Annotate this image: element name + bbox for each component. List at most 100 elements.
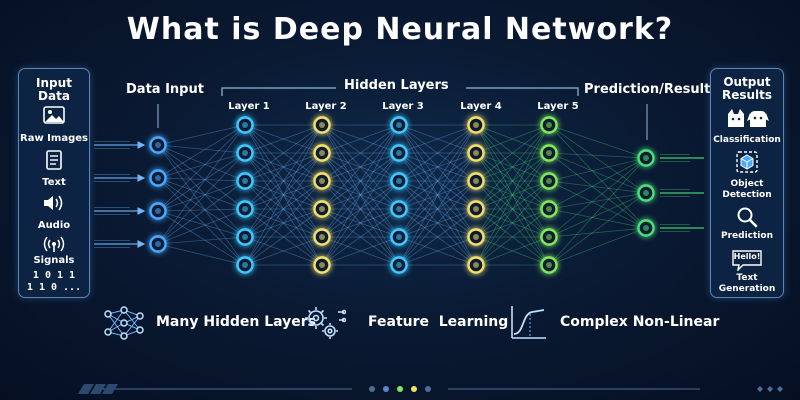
connection-layer-2-2-to-layer-3-4: [321, 180, 400, 238]
connection-layer-2-0-to-layer-3-1: [321, 124, 400, 154]
detection-label: Detection: [722, 190, 772, 200]
layer-3-node-4: [390, 200, 408, 218]
connection-input-1-to-layer-1-0: [157, 124, 246, 179]
connection-layer-2-1-to-layer-3-4: [321, 152, 400, 238]
connection-layer-4-4-to-layer-5-2: [475, 180, 550, 238]
connection-layer-2-1-to-layer-3-3: [321, 152, 400, 210]
many-hidden-layers-label: Many Hidden Layers: [156, 314, 317, 330]
layer-5-node-6: [540, 256, 558, 274]
connection-layer-1-2-to-layer-2-3: [244, 180, 323, 210]
connection-layer-1-1-to-layer-2-2: [244, 152, 323, 182]
connection-layer-3-2-to-layer-4-3: [398, 180, 477, 210]
connection-layer-3-0-to-layer-4-5: [398, 124, 477, 266]
prediction-result-label: Prediction/Result: [584, 82, 711, 97]
connection-layer-3-1-to-layer-4-0: [398, 124, 477, 154]
connection-input-2-to-layer-1-3: [157, 208, 246, 212]
layer-2-node-5: [313, 228, 331, 246]
layer-2-node-6: [313, 256, 331, 274]
connection-input-3-to-layer-1-3: [157, 208, 246, 245]
connection-layer-1-5-to-layer-2-4: [244, 236, 323, 266]
connection-layer-4-1-to-layer-5-2: [475, 152, 550, 182]
hello-bubble-text: Hello!: [733, 252, 761, 261]
connection-layer-2-2-to-layer-3-3: [321, 180, 400, 210]
connection-input-0-to-layer-1-1: [157, 144, 246, 154]
connection-layer-3-5-to-layer-4-0: [398, 124, 477, 266]
connection-layer-1-3-to-layer-2-4: [244, 208, 323, 238]
connection-layer-4-5-to-layer-5-0: [475, 124, 550, 266]
connection-layer-5-4-to-output-2: [548, 227, 647, 238]
layer-5-node-3: [540, 172, 558, 190]
connection-layer-1-2-to-layer-2-4: [244, 180, 323, 238]
connection-input-3-to-layer-1-2: [157, 180, 246, 245]
connection-layer-1-5-to-layer-2-0: [244, 124, 323, 266]
connection-layer-4-3-to-layer-5-2: [475, 180, 550, 210]
connection-layer-3-2-to-layer-4-4: [398, 180, 477, 238]
connection-layer-4-0-to-layer-5-3: [475, 124, 550, 210]
layer-4-label: Layer 4: [460, 101, 502, 112]
document-icon: [46, 150, 62, 170]
connection-input-0-to-layer-1-3: [157, 144, 246, 210]
connection-input-2-to-layer-1-4: [157, 210, 246, 238]
layer-4-node-6: [467, 256, 485, 274]
connection-layer-4-1-to-layer-5-3: [475, 152, 550, 210]
connection-layer-2-0-to-layer-3-2: [321, 124, 400, 182]
connection-layer-2-1-to-layer-3-0: [321, 124, 400, 154]
output-panel-title-1: Output: [723, 75, 771, 89]
layer-3-node-6: [390, 256, 408, 274]
connection-layer-1-5-to-layer-2-3: [244, 208, 323, 266]
signals-label: Signals: [33, 255, 75, 266]
connection-layer-4-1-to-layer-5-4: [475, 152, 550, 238]
connection-layer-2-0-to-layer-3-3: [321, 124, 400, 210]
connection-layer-2-1-to-layer-3-2: [321, 152, 400, 182]
layer-1-node-5: [236, 228, 254, 246]
layer-3-node-5: [390, 228, 408, 246]
connection-layer-1-0-to-layer-2-1: [244, 124, 323, 154]
layer-1-node-2: [236, 144, 254, 162]
connection-layer-1-2-to-layer-2-1: [244, 152, 323, 182]
gears-icon: [305, 307, 346, 339]
connection-layer-3-3-to-layer-4-0: [398, 124, 477, 210]
connection-input-2-to-layer-1-0: [157, 124, 246, 212]
connection-layer-5-4-to-output-1: [548, 192, 647, 238]
connection-layer-4-2-to-layer-5-3: [475, 180, 550, 210]
connection-layer-3-2-to-layer-4-1: [398, 152, 477, 182]
connection-layer-5-0-to-output-2: [548, 124, 647, 229]
input-node-2: [149, 169, 167, 187]
layer-1-label: Layer 1: [228, 101, 270, 112]
connection-layer-1-4-to-layer-2-2: [244, 180, 323, 238]
connection-layer-4-3-to-layer-5-4: [475, 208, 550, 238]
layer-1-node-4: [236, 200, 254, 218]
connection-layer-4-2-to-layer-5-4: [475, 180, 550, 238]
connection-layer-4-4-to-layer-5-1: [475, 152, 550, 238]
layer-5-node-1: [540, 116, 558, 134]
magnifier-icon: [737, 207, 758, 228]
output-node-3: [637, 219, 655, 237]
speaker-icon: [44, 195, 63, 211]
connection-layer-1-4-to-layer-2-1: [244, 152, 323, 238]
connection-layer-4-5-to-layer-5-3: [475, 208, 550, 266]
connection-layer-5-5-to-output-1: [548, 192, 647, 266]
connection-input-1-to-layer-1-4: [157, 177, 246, 238]
connection-layer-4-1-to-layer-5-0: [475, 124, 550, 154]
connection-layer-3-0-to-layer-4-2: [398, 124, 477, 182]
connection-layer-5-1-to-output-0: [548, 152, 647, 159]
connection-layer-3-3-to-layer-4-2: [398, 180, 477, 210]
hidden-layers-bracket: [221, 87, 579, 96]
text-gen-label-1: Text: [736, 273, 758, 283]
feature-learning-label: Feature Learning: [368, 314, 509, 330]
layer-5-node-5: [540, 228, 558, 246]
connection-input-3-to-layer-1-5: [157, 243, 246, 266]
object-label: Object: [730, 179, 764, 189]
connection-input-0-to-layer-1-4: [157, 144, 246, 238]
connection-layer-3-2-to-layer-4-5: [398, 180, 477, 266]
connection-layer-1-3-to-layer-2-5: [244, 208, 323, 266]
connection-layer-5-3-to-output-0: [548, 157, 647, 210]
connection-layer-1-0-to-layer-2-2: [244, 124, 323, 182]
connection-layer-2-5-to-layer-3-2: [321, 180, 400, 266]
connection-input-0-to-layer-1-0: [157, 124, 246, 146]
complex-non-linear-label: Complex Non-Linear: [560, 314, 720, 330]
text-label: Text: [42, 177, 66, 188]
connection-layer-2-5-to-layer-3-4: [321, 236, 400, 266]
input-node-1: [149, 136, 167, 154]
connection-layer-4-3-to-layer-5-1: [475, 152, 550, 210]
